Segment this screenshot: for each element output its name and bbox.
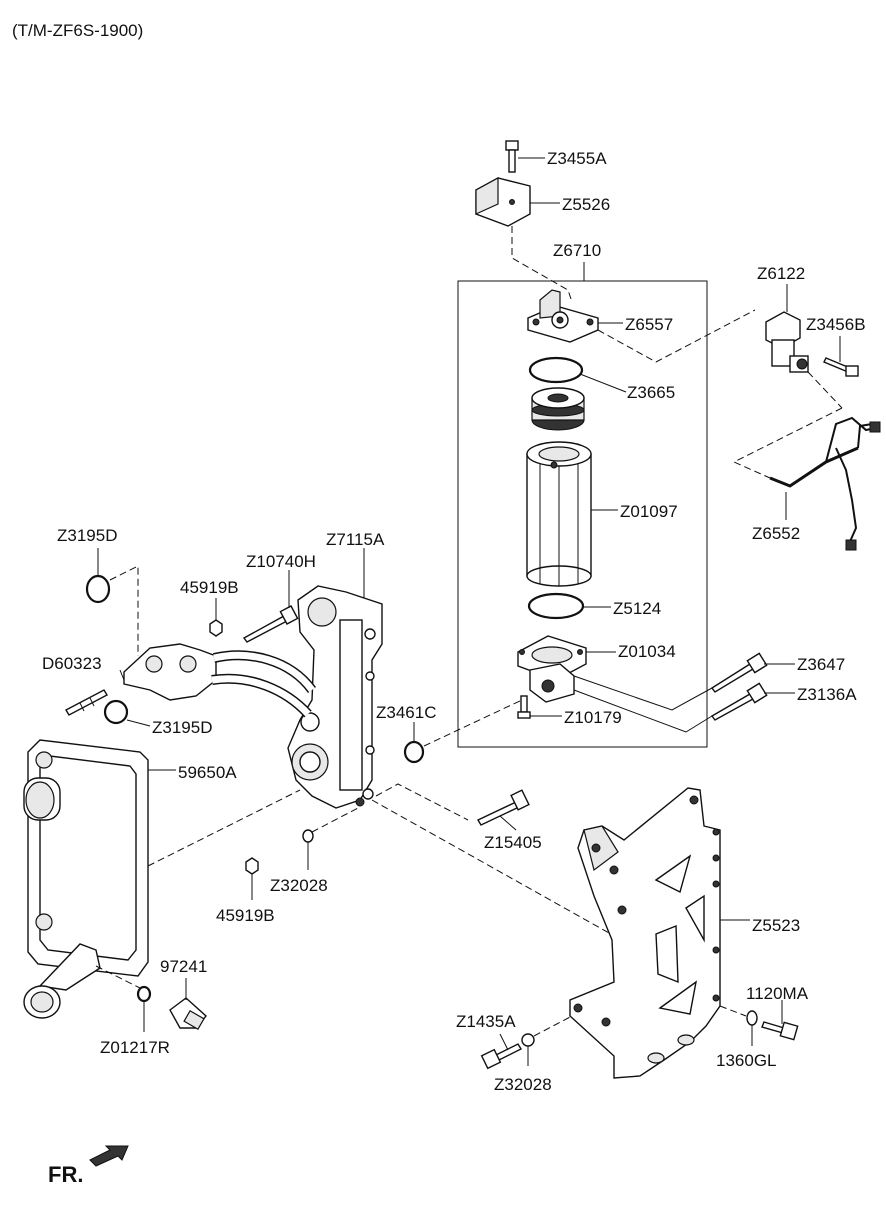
washer-z32028-mid[interactable]	[302, 829, 314, 843]
filter-element-z01097[interactable]	[526, 441, 592, 587]
dash-z32028-mid	[311, 807, 359, 833]
callout-z3461c[interactable]: Z3461C	[376, 703, 436, 722]
bolt-z3456b[interactable]	[823, 357, 859, 377]
harness-z6552[interactable]	[769, 416, 881, 551]
front-indicator-label: FR.	[48, 1162, 83, 1187]
dash-1120ma	[719, 1005, 747, 1017]
dash-z3195d-top	[109, 565, 139, 656]
bracket-z5526[interactable]	[475, 176, 531, 227]
dash-cooler-to-washer	[95, 965, 141, 989]
housing-z7115a[interactable]	[287, 585, 383, 809]
callout-z10740h[interactable]: Z10740H	[246, 552, 316, 571]
bolt-z15405[interactable]	[477, 789, 530, 826]
bolt-z3136a[interactable]	[710, 682, 768, 721]
dash-sensor-to-harness	[807, 371, 843, 409]
callout-z6122[interactable]: Z6122	[757, 264, 805, 283]
o-ring-z3665[interactable]	[528, 356, 584, 384]
screw-z10179[interactable]	[517, 695, 531, 719]
callout-1360gl[interactable]: 1360GL	[716, 1051, 777, 1070]
oil-pipe-manifold[interactable]	[123, 643, 317, 718]
washer-z32028-bottom[interactable]	[521, 1033, 535, 1047]
model-code-header: (T/M-ZF6S-1900)	[12, 21, 143, 40]
leader-z15405	[499, 815, 517, 831]
dash-z15405	[375, 783, 469, 821]
leader-z1435a	[499, 1033, 509, 1051]
washer-1360gl[interactable]	[746, 1010, 758, 1026]
filter-cap[interactable]	[531, 387, 585, 431]
bolt-1120ma[interactable]	[761, 1021, 799, 1041]
leader-z3195d-mid	[126, 719, 151, 727]
filter-assembly-frame	[457, 280, 708, 748]
callout-z5124[interactable]: Z5124	[613, 599, 661, 618]
callout-45919b-bottom[interactable]: 45919B	[216, 906, 275, 925]
dash-housing-to-bracket	[371, 799, 619, 939]
callout-z3195d-mid[interactable]: Z3195D	[152, 718, 212, 737]
stud-d60323[interactable]	[65, 689, 108, 716]
guide-z3136a	[573, 689, 713, 733]
callout-z01097[interactable]: Z01097	[620, 502, 678, 521]
dash-seal-to-base	[423, 699, 523, 747]
callout-z6552[interactable]: Z6552	[752, 524, 800, 543]
callout-z3647[interactable]: Z3647	[797, 655, 845, 674]
arrow-front-icon	[89, 1145, 129, 1167]
filter-head-z6557[interactable]	[527, 289, 599, 343]
leader-z3665	[579, 373, 627, 393]
callout-z32028-mid[interactable]: Z32028	[270, 876, 328, 895]
callout-z6710[interactable]: Z6710	[553, 241, 601, 260]
callout-z6557[interactable]: Z6557	[625, 315, 673, 334]
mounting-bracket-z5523[interactable]	[569, 787, 721, 1079]
washer-z01217r[interactable]	[136, 985, 152, 1003]
dash-head-to-sensor	[597, 309, 756, 363]
o-ring-z5124[interactable]	[527, 592, 585, 620]
nut-45919b-top[interactable]	[209, 619, 223, 637]
guide-z3647	[573, 675, 713, 711]
o-ring-z3195d-top[interactable]	[85, 574, 111, 604]
nut-45919b-bottom[interactable]	[245, 857, 259, 875]
callout-z3456b[interactable]: Z3456B	[806, 315, 866, 334]
filter-base-z01034[interactable]	[517, 635, 587, 703]
callout-59650a[interactable]: 59650A	[178, 763, 237, 782]
callout-45919b-top[interactable]: 45919B	[180, 578, 239, 597]
callout-z15405[interactable]: Z15405	[484, 833, 542, 852]
dash-cooler-to-housing	[147, 789, 301, 867]
callout-z3665[interactable]: Z3665	[627, 383, 675, 402]
dash-z5526-to-head	[511, 226, 573, 303]
sensor-z6122[interactable]	[765, 311, 809, 373]
callout-z32028-bottom[interactable]: Z32028	[494, 1075, 552, 1094]
callout-z01217r[interactable]: Z01217R	[100, 1038, 170, 1057]
callout-z3136a[interactable]: Z3136A	[797, 685, 857, 704]
callout-z5526[interactable]: Z5526	[562, 195, 610, 214]
bolt-z1435a[interactable]	[480, 1043, 522, 1070]
seal-z3461c[interactable]	[403, 740, 425, 764]
temperature-sensor-97241[interactable]	[169, 997, 207, 1031]
callout-1120ma[interactable]: 1120MA	[746, 984, 809, 1003]
callout-z01034[interactable]: Z01034	[618, 642, 676, 661]
bolt-z10740h[interactable]	[242, 605, 299, 643]
bolt-z3647[interactable]	[710, 652, 768, 693]
oil-cooler-59650a[interactable]	[23, 739, 149, 1019]
dash-z1435a	[533, 1015, 573, 1037]
callout-d60323[interactable]: D60323	[42, 654, 102, 673]
callout-z1435a[interactable]: Z1435A	[456, 1012, 516, 1031]
callout-z5523[interactable]: Z5523	[752, 916, 800, 935]
callout-z3195d-top[interactable]: Z3195D	[57, 526, 117, 545]
callout-z10179[interactable]: Z10179	[564, 708, 622, 727]
leader-d60323	[119, 669, 125, 681]
dash-harness	[732, 407, 843, 479]
bolt-z3455a[interactable]	[505, 140, 519, 173]
callout-z7115a[interactable]: Z7115A	[326, 530, 385, 549]
callout-97241[interactable]: 97241	[160, 957, 207, 976]
callout-z3455a[interactable]: Z3455A	[547, 149, 607, 168]
o-ring-z3195d-mid[interactable]	[103, 699, 129, 725]
